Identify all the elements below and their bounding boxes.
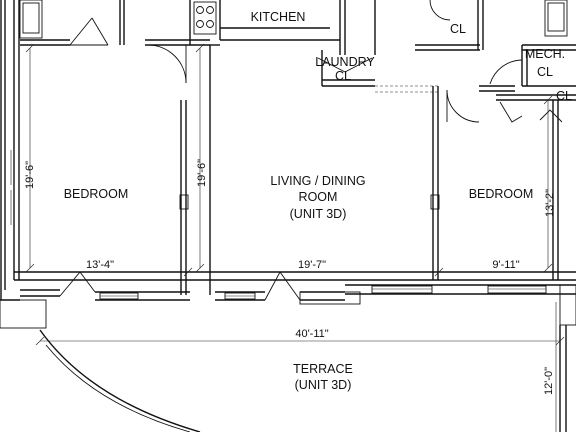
top-walls [19,0,210,46]
bedroom-left-entry-door [147,44,187,84]
partition-left [179,100,189,295]
dim-overall-width: 40'-11" [295,328,328,340]
soffit-dashed [375,85,440,93]
dim-bedroom-left-depth: 19'-6" [24,161,36,189]
kitchen-label: KITCHEN [251,10,306,24]
partition-right [430,86,440,280]
terrace-label-line1: TERRACE [293,362,353,376]
laundry-label: LAUNDRY [315,55,375,69]
dim-living-depth: 19'-6" [196,159,208,187]
dim-bedroom-right-depth: 13'-2" [544,189,556,217]
living-label-line3: (UNIT 3D) [290,207,347,221]
dim-living-width: 19'-7" [298,259,326,271]
kitchen-area [189,0,340,46]
dim-terrace-depth: 12'-0" [543,367,555,395]
bottom-exterior-wall [0,284,576,329]
left-exterior-wall [0,0,20,300]
terrace-outline [39,325,567,432]
living-label-line2: ROOM [299,190,338,204]
mech-closet [489,44,576,87]
laundry-closet-label: CL [335,69,351,83]
bedroom-right-closet-doors [496,94,576,280]
closet-top-right-label: CL [450,22,466,36]
bedroom-right-entry-door [446,85,515,123]
terrace-door-left [59,271,96,297]
living-label-line1: LIVING / DINING [270,174,365,188]
terrace-door-right [264,271,301,301]
bedroom-left-label: BEDROOM [64,187,129,201]
top-right-closets [415,0,568,51]
dim-bedroom-right-width: 9'-11" [492,259,519,271]
mech-closet-label: CL [537,65,553,79]
terrace-label-line2: (UNIT 3D) [295,378,352,392]
bedroom-left-closet-doors [69,17,109,46]
closet-right-label: CL [556,89,572,103]
floor-baseline [14,271,576,281]
laundry-closet [317,0,376,87]
mech-label: MECH. [525,47,565,61]
dim-bedroom-left-width: 13'-4" [86,259,114,271]
bedroom-right-label: BEDROOM [469,187,534,201]
dim-lines [25,43,565,432]
